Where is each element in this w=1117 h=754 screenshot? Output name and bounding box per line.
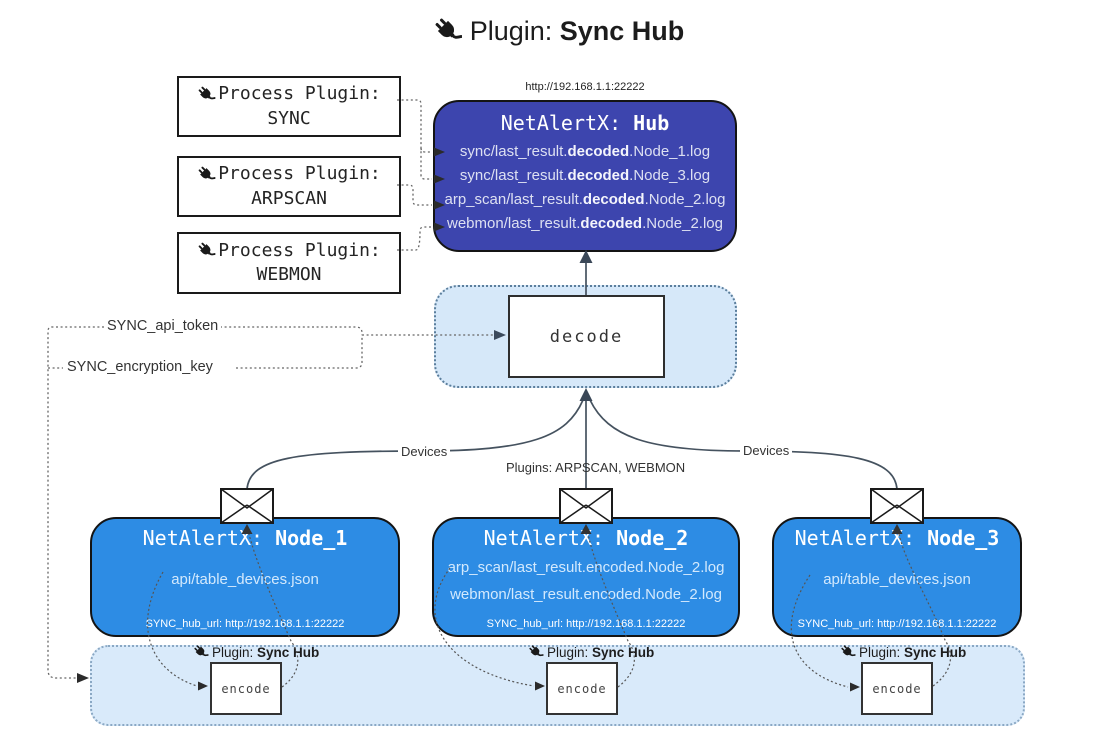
page-title: Plugin: Sync Hub [0, 16, 1117, 47]
encode-plugin-label: Plugin: Sync Hub [193, 644, 319, 660]
hub-box: NetAlertX: Hub sync/last_result.decoded.… [433, 100, 737, 252]
process-plugin-name: SYNC [267, 107, 311, 129]
encode-box-3: encode [861, 662, 933, 715]
process-plugin-box-sync: Process Plugin: SYNC [177, 76, 401, 137]
hub-log-line: webmon/last_result.decoded.Node_2.log [447, 215, 723, 232]
decode-box: decode [508, 295, 665, 378]
node-box-node-2: NetAlertX: Node_2 arp_scan/last_result.e… [432, 517, 740, 637]
encode-box-2: encode [546, 662, 618, 715]
plug-icon [193, 644, 209, 660]
hub-title: NetAlertX: Hub [500, 111, 670, 135]
plug-icon [432, 16, 463, 46]
arrowhead-into-decode-bottom [579, 388, 593, 401]
hub-url: http://192.168.1.1:22222 [525, 81, 645, 93]
encode-box-1: encode [210, 662, 282, 715]
process-plugin-label: Process Plugin: [218, 163, 381, 185]
plug-icon [840, 644, 856, 660]
edge-api-token-right [220, 326, 363, 335]
process-plugin-label: Process Plugin: [218, 83, 381, 105]
node-box-node-3: NetAlertX: Node_3 api/table_devices.json… [772, 517, 1022, 637]
plug-icon [197, 241, 217, 261]
node-line: api/table_devices.json [171, 571, 319, 588]
edge-sync-to-hub [397, 99, 432, 180]
hub-log-line: arp_scan/last_result.decoded.Node_2.log [444, 191, 726, 208]
label-plugins-middle: Plugins: ARPSCAN, WEBMON [506, 460, 686, 475]
plug-icon [197, 84, 217, 104]
node-title: NetAlertX: Node_1 [142, 526, 348, 550]
hub-log-line: sync/last_result.decoded.Node_1.log [459, 143, 711, 160]
title-bold: Sync Hub [559, 16, 685, 46]
plug-icon [528, 644, 544, 660]
title-prefix: Plugin: [469, 16, 560, 46]
process-plugin-box-webmon: Process Plugin: WEBMON [177, 232, 401, 294]
process-plugin-name: ARPSCAN [251, 187, 327, 209]
encode-plugin-label: Plugin: Sync Hub [840, 644, 966, 660]
edge-arpscan-to-hub [397, 184, 432, 206]
node-box-node-1: NetAlertX: Node_1 api/table_devices.json… [90, 517, 400, 637]
process-plugin-label: Process Plugin: [218, 239, 381, 261]
encode-plugin-label: Plugin: Sync Hub [528, 644, 654, 660]
label-sync-api-token: SYNC_api_token [104, 318, 222, 334]
edge-encryption-key-right [236, 335, 363, 369]
node-title: NetAlertX: Node_2 [483, 526, 689, 550]
node-title: NetAlertX: Node_3 [794, 526, 1000, 550]
node-line: api/table_devices.json [823, 571, 971, 588]
node-footer: SYNC_hub_url: http://192.168.1.1:22222 [486, 618, 686, 630]
process-plugin-name: WEBMON [256, 264, 322, 285]
node-footer: SYNC_hub_url: http://192.168.1.1:22222 [145, 618, 345, 630]
process-plugin-box-arpscan: Process Plugin: ARPSCAN [177, 156, 401, 217]
label-sync-encryption-key: SYNC_encryption_key [64, 359, 216, 375]
label-devices-left: Devices [398, 444, 451, 459]
node-line: webmon/last_result.encoded.Node_2.log [450, 586, 722, 603]
arrowhead-into-encode-region [77, 673, 89, 683]
edge-sync-to-hub-branch [420, 147, 432, 153]
label-devices-right: Devices [740, 443, 793, 458]
plug-icon [197, 164, 217, 184]
edge-webmon-to-hub [397, 226, 432, 251]
hub-log-line: sync/last_result.decoded.Node_3.log [459, 167, 711, 184]
node-line: arp_scan/last_result.encoded.Node_2.log [447, 559, 725, 576]
node-footer: SYNC_hub_url: http://192.168.1.1:22222 [797, 618, 997, 630]
